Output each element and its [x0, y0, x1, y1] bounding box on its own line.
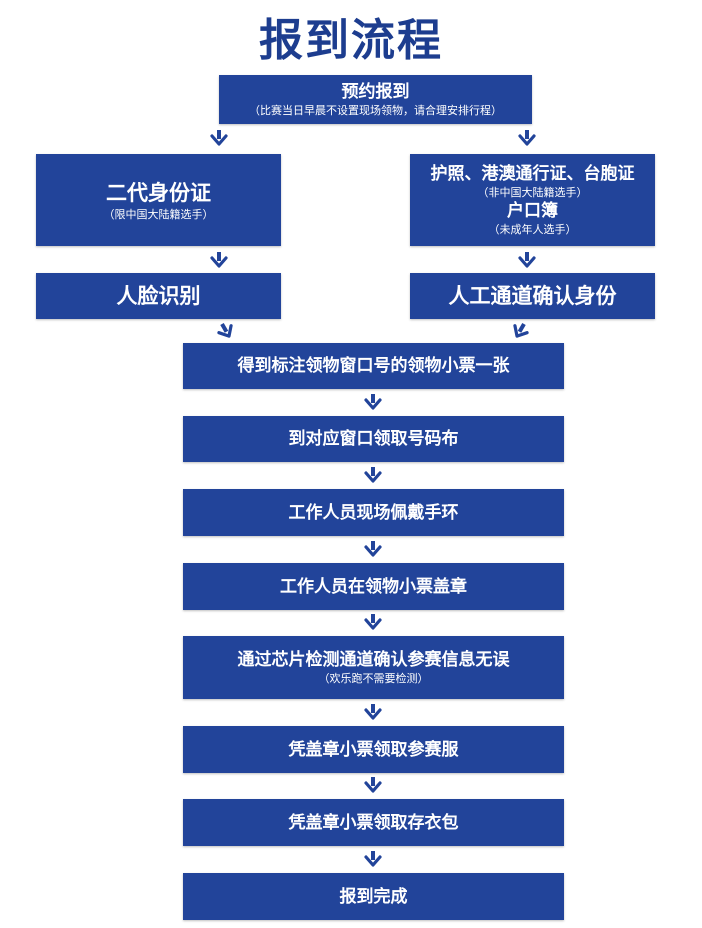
step-done: 报到完成 — [183, 873, 564, 920]
step-shirt: 凭盖章小票领取参赛服 — [183, 726, 564, 773]
arrow-diagonal-left-icon — [513, 323, 529, 338]
step-reserve: 预约报到 （比赛当日早晨不设置现场领物，请合理安排行程） — [219, 75, 532, 124]
step-reserve-label: 预约报到 — [341, 82, 410, 102]
step-chip: 通过芯片检测通道确认参赛信息无误 （欢乐跑不需要检测） — [183, 636, 564, 699]
step-manual-label: 人工通道确认身份 — [448, 284, 617, 308]
step-id-card: 二代身份证 （限中国大陆籍选手） — [36, 154, 281, 246]
step-id-card-note: （限中国大陆籍选手） — [103, 207, 214, 221]
step-manual: 人工通道确认身份 — [410, 273, 655, 319]
arrow-down-icon — [518, 128, 536, 146]
step-stamp: 工作人员在领物小票盖章 — [183, 563, 564, 610]
arrow-down-icon — [364, 392, 382, 410]
step-id-card-label: 二代身份证 — [106, 180, 211, 205]
page-title: 报到流程 — [259, 15, 443, 66]
step-bag-label: 凭盖章小票领取存衣包 — [288, 812, 459, 833]
step-bag: 凭盖章小票领取存衣包 — [183, 799, 564, 846]
step-shirt-label: 凭盖章小票领取参赛服 — [288, 739, 459, 760]
step-chip-label: 通过芯片检测通道确认参赛信息无误 — [237, 650, 510, 670]
step-passport-label: 护照、港澳通行证、台胞证 — [430, 164, 635, 184]
step-ticket: 得到标注领物窗口号的领物小票一张 — [183, 343, 564, 389]
arrow-down-icon — [364, 539, 382, 557]
step-hukou-note: （未成年人选手） — [488, 223, 577, 236]
step-passport-note: （非中国大陆籍选手） — [477, 186, 588, 199]
arrow-down-icon — [364, 775, 382, 793]
step-done-label: 报到完成 — [339, 886, 408, 907]
step-wristband-label: 工作人员现场佩戴手环 — [288, 502, 459, 523]
arrow-down-icon — [210, 128, 228, 146]
arrow-diagonal-right-icon — [217, 323, 233, 338]
step-ticket-label: 得到标注领物窗口号的领物小票一张 — [237, 356, 510, 376]
arrow-down-icon — [364, 612, 382, 630]
arrow-down-icon — [364, 702, 382, 720]
step-chip-note: （欢乐跑不需要检测） — [318, 672, 429, 685]
arrow-down-icon — [210, 250, 228, 268]
step-face: 人脸识别 — [36, 273, 281, 319]
arrow-down-icon — [364, 465, 382, 483]
arrow-down-icon — [364, 849, 382, 867]
step-wristband: 工作人员现场佩戴手环 — [183, 489, 564, 536]
step-face-label: 人脸识别 — [116, 284, 201, 308]
arrow-down-icon — [518, 250, 536, 268]
step-bib: 到对应窗口领取号码布 — [183, 416, 564, 462]
step-hukou-label: 户口簿 — [507, 201, 558, 221]
step-passport: 护照、港澳通行证、台胞证 （非中国大陆籍选手） 户口簿 （未成年人选手） — [410, 154, 655, 246]
step-bib-label: 到对应窗口领取号码布 — [288, 429, 459, 449]
step-reserve-note: （比赛当日早晨不设置现场领物，请合理安排行程） — [249, 104, 502, 117]
step-stamp-label: 工作人员在领物小票盖章 — [280, 576, 467, 597]
